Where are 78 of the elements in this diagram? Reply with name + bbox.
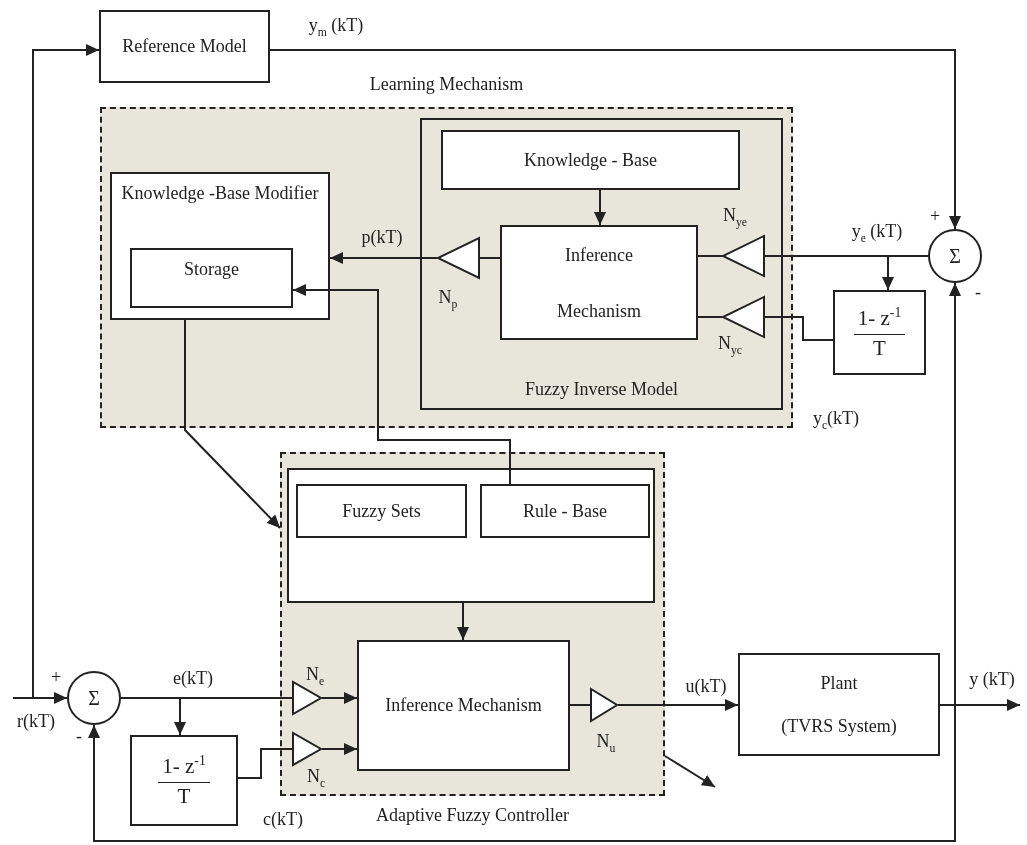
process-box <box>441 130 740 190</box>
process-box <box>357 640 570 771</box>
sign-label: + <box>928 207 942 227</box>
gain-triangle <box>722 296 765 338</box>
sum-symbol: Σ <box>88 685 100 711</box>
process-box <box>420 118 783 410</box>
signal-arrow <box>457 602 469 641</box>
signal-line <box>764 316 834 341</box>
box-label: (TVRS System) <box>781 715 897 738</box>
signal-line <box>237 748 293 779</box>
edge-label: e(kT) <box>171 669 215 689</box>
signal-line <box>569 704 591 706</box>
region-title: Adaptive Fuzzy Controller <box>376 803 569 827</box>
gain-triangle <box>437 237 480 279</box>
edge-label: r(kT) <box>15 712 57 732</box>
process-box <box>480 484 650 538</box>
box-label: Knowledge - Base <box>524 148 657 172</box>
gain-triangle <box>722 235 765 277</box>
process-box <box>500 225 698 340</box>
box-label: Plant <box>820 671 858 694</box>
transfer-function-denominator: T <box>873 334 886 361</box>
container-box <box>287 468 655 603</box>
gain-label: N$_{p}$ <box>437 288 459 312</box>
box-label: Fuzzy Sets <box>342 499 421 523</box>
transfer-function-denominator: T <box>177 782 191 809</box>
transfer-function-box <box>130 735 238 826</box>
gain-triangle <box>590 688 618 722</box>
transfer-function-numerator: 1- z$^{-1}$ <box>158 752 210 783</box>
signal-arrow <box>120 697 186 736</box>
process-box <box>738 653 940 756</box>
signal-arrow <box>329 252 438 264</box>
process-box <box>130 248 293 308</box>
sum-symbol: Σ <box>949 243 961 269</box>
box-label: Inference Mechanism <box>556 243 642 323</box>
signal-arrow <box>12 692 68 704</box>
process-box <box>110 172 330 320</box>
box-label: Reference Model <box>122 35 247 58</box>
process-box <box>99 10 270 83</box>
transfer-function-box <box>833 290 926 375</box>
signal-arrow <box>88 704 956 842</box>
signal-arrow <box>292 284 511 485</box>
edge-label: u(kT) <box>683 677 729 697</box>
signal-arrow <box>321 743 358 755</box>
summing-junction <box>928 229 982 283</box>
gain-label: N$_{ye}$ <box>722 206 748 230</box>
signal-arrow <box>32 44 100 699</box>
signal-label: y$_{c}$(kT) <box>811 409 861 433</box>
region-title: Learning Mechanism <box>369 72 524 96</box>
signal-arrow <box>617 699 739 711</box>
gain-triangle <box>292 732 322 766</box>
box-label: Storage <box>184 258 239 281</box>
edge-label: p(kT) <box>359 228 405 248</box>
signal-line <box>479 257 501 259</box>
signal-arrow <box>321 692 358 704</box>
process-box <box>296 484 467 538</box>
sign-label: + <box>49 668 63 688</box>
box-label: Inference Mechanism <box>385 694 542 717</box>
gain-label: N$_{yc}$ <box>717 334 743 358</box>
sign-label: - <box>75 727 83 747</box>
gain-label: N$_{c}$ <box>305 767 327 791</box>
gain-triangle <box>292 681 322 715</box>
box-label: Knowledge -Base Modifier <box>121 182 319 205</box>
summing-junction <box>67 671 121 725</box>
gain-label: N$_{e}$ <box>304 665 326 689</box>
signal-arrow <box>882 255 929 291</box>
signal-line <box>697 316 723 318</box>
sign-label: - <box>974 283 982 303</box>
box-label: Rule - Base <box>523 499 607 523</box>
box-label: Fuzzy Inverse Model <box>525 377 678 400</box>
signal-line <box>697 255 723 257</box>
signal-arrow <box>594 189 606 226</box>
signal-arrow <box>269 49 961 230</box>
transfer-function-numerator: 1- z$^{-1}$ <box>853 304 906 335</box>
gain-label: N$_{u}$ <box>595 732 617 756</box>
signal-label: c(kT) <box>262 810 304 830</box>
signal-arrow <box>184 319 281 529</box>
edge-label: y (kT) <box>967 670 1017 690</box>
signal-arrow <box>664 755 716 788</box>
